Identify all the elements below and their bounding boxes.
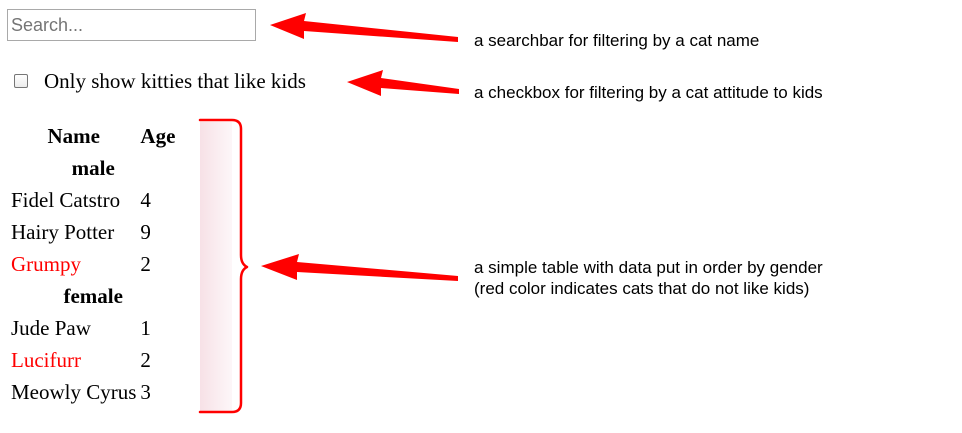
cat-age: 4 [140,188,151,212]
cat-age: 2 [140,348,151,372]
group-header-male: male [10,153,176,183]
checkbox-note: a checkbox for filtering by a cat attitu… [474,83,823,102]
table-row: Lucifurr 2 [10,345,176,375]
arrow-to-searchbar-icon [270,13,458,42]
age-column-header: Age [140,124,176,148]
kids-filter-checkbox[interactable] [14,74,28,88]
group-label-male: male [71,156,115,180]
group-label-female: female [63,284,123,308]
table-row: Hairy Potter 9 [10,217,176,247]
cat-age: 1 [140,316,151,340]
kids-filter-label: Only show kitties that like kids [44,69,306,93]
cat-age: 9 [140,220,151,244]
cat-name: Hairy Potter [11,220,115,244]
cat-name: Grumpy [11,252,81,276]
brace-shade [200,122,232,412]
cat-name: Meowly Cyrus [11,380,137,404]
cat-name: Lucifurr [11,348,81,372]
cat-table: Name Age male Fidel Catstro 4 Hairy Pott… [8,119,178,409]
table-row: Fidel Catstro 4 [10,185,176,215]
table-header-row: Name Age [10,121,176,151]
table-row: Grumpy 2 [10,249,176,279]
table-note-line2: (red color indicates cats that do not li… [474,279,810,298]
table-note-line1: a simple table with data put in order by… [474,258,823,277]
name-column-header: Name [47,124,100,148]
cat-name: Jude Paw [11,316,91,340]
table-row: Meowly Cyrus 3 [10,377,176,407]
search-input[interactable] [7,9,256,41]
arrow-to-checkbox-icon [347,70,459,96]
arrow-to-table-icon [261,254,458,281]
group-header-female: female [10,281,176,311]
table-row: Jude Paw 1 [10,313,176,343]
cat-age: 2 [140,252,151,276]
cat-name: Fidel Catstro [11,188,121,212]
right-curly-brace-icon [198,118,249,414]
kids-filter-row[interactable]: Only show kitties that like kids [12,67,306,95]
cat-age: 3 [140,380,151,404]
searchbar-note: a searchbar for filtering by a cat name [474,31,760,50]
